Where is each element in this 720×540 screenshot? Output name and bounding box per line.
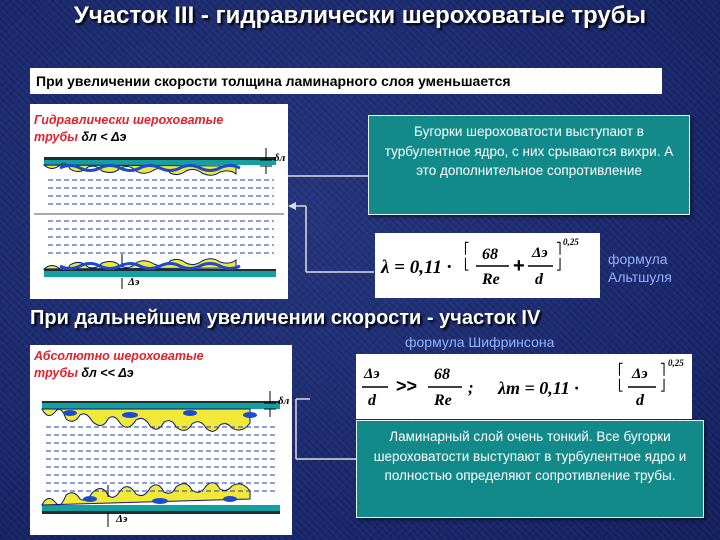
altshul-lhs: λ = 0,11 · — [381, 257, 452, 278]
pipe-diagram-panel-absolute: Абсолютно шероховатые трубы δл << Δэ δл — [30, 345, 292, 535]
delta-l-label-2: δл — [278, 395, 290, 407]
altshul-caption-line2: Альтшуля — [608, 269, 672, 285]
label-line2: трубы — [34, 130, 82, 144]
shif-num1: Δэ — [364, 366, 380, 382]
delta-e-label: Δэ — [128, 276, 140, 288]
shif-semicolon: ; — [468, 378, 474, 397]
altshul-formula-box: λ = 0,11 · ⎡⎣ 68 Re + Δэ d ⎤⎦ 0,25 — [375, 233, 600, 298]
panel-label-rough: Гидравлически шероховатые трубы δл < Δэ — [34, 112, 284, 146]
altshul-exponent: 0,25 — [563, 237, 579, 247]
altshul-plus: + — [513, 255, 525, 277]
altshul-num2: Δэ — [532, 245, 548, 261]
pipe-section-diagram — [34, 148, 284, 289]
panel-label-absolute: Абсолютно шероховатые трубы δл << Δэ — [34, 348, 288, 382]
label-line1: Гидравлически шероховатые — [34, 113, 224, 127]
pipe-diagram-panel-rough: Гидравлически шероховатые трубы δл < Δэ … — [30, 104, 288, 299]
subheading-section-iv: При дальнейшем увеличении скорости - уча… — [30, 307, 541, 329]
altshul-den1: Re — [482, 271, 500, 288]
label-symbol: δл < Δэ — [81, 130, 127, 144]
bracket-left-2: ⎡⎣ — [618, 364, 624, 392]
pipe-section-diagram-2 — [41, 391, 280, 527]
altshul-caption: формула Альтшуля — [608, 250, 672, 286]
shif-lambda: λт = 0,11 · — [498, 378, 579, 398]
shif-gg: >> — [396, 376, 418, 396]
shif-num3: Δэ — [632, 366, 648, 382]
label-symbol: δл << Δэ — [81, 366, 134, 380]
banner-text: При увеличении скорости толщина ламинарн… — [30, 68, 662, 94]
shif-den2: Re — [434, 392, 452, 409]
bracket-left: ⎡⎣ — [464, 243, 470, 271]
connector-arrow-2 — [295, 398, 356, 460]
altshul-num1: 68 — [482, 246, 498, 263]
altshul-caption-line1: формула — [608, 251, 668, 267]
bracket-right: ⎤⎦ — [556, 243, 562, 271]
shifrinson-formula-box: Δэ d >> 68 Re ; λт = 0,11 · ⎡⎣ Δэ d ⎤⎦ 0… — [356, 354, 692, 419]
shif-num2: 68 — [434, 366, 450, 383]
label-line1: Абсолютно шероховатые — [34, 349, 204, 363]
delta-l-label: δл — [274, 152, 286, 164]
shif-exponent: 0,25 — [668, 358, 684, 368]
connector-arrow-1 — [288, 175, 374, 273]
shif-den1: d — [368, 392, 376, 409]
shifrinson-caption: формула Шифринсона — [405, 334, 555, 350]
altshul-den2: d — [535, 271, 543, 288]
shif-den3: d — [636, 392, 644, 409]
tooltip-absolute-rough: Ламинарный слой очень тонкий. Все бугорк… — [356, 420, 704, 518]
label-line2: трубы — [34, 366, 82, 380]
page-title: Участок III - гидравлически шероховатые … — [73, 2, 647, 29]
delta-e-label-2: Δэ — [116, 513, 128, 525]
bracket-right-2: ⎤⎦ — [660, 364, 666, 392]
tooltip-turbulent-core: Бугорки шероховатости выступают в турбул… — [368, 115, 690, 215]
